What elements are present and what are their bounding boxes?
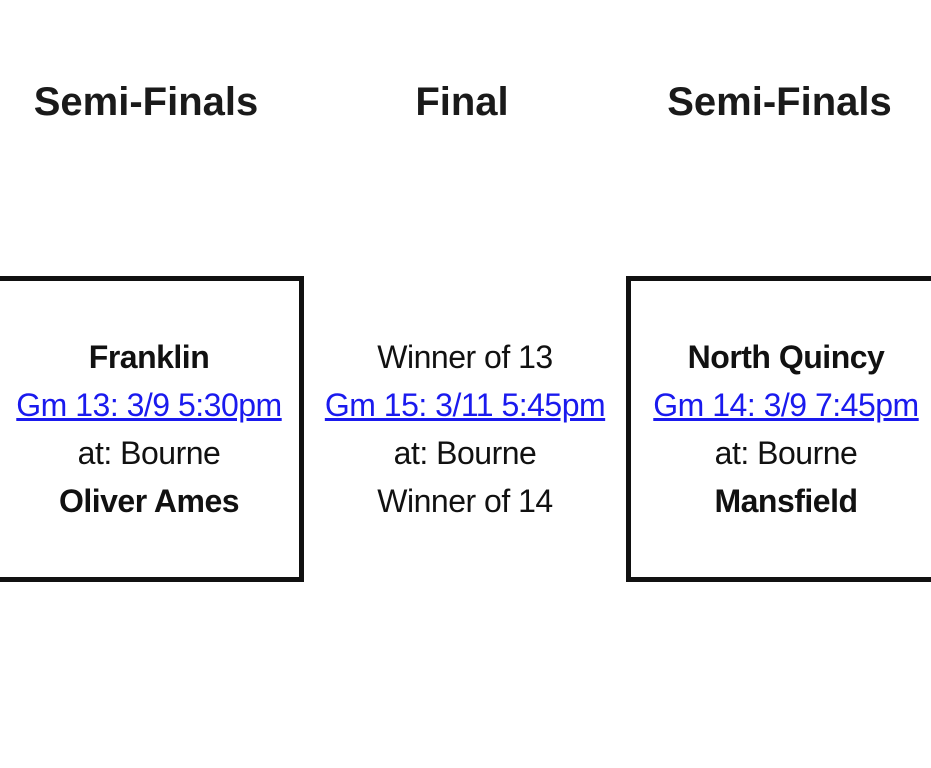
round-header-semi-finals-left: Semi-Finals [33,80,259,124]
game-13-link[interactable]: Gm 13: 3/9 5:30pm [16,387,282,423]
team-bottom: Oliver Ames [58,483,240,519]
team-top: North Quincy [687,339,885,375]
game-15-link[interactable]: Gm 15: 3/11 5:45pm [324,387,606,423]
venue-label: at: Bourne [77,435,221,471]
team-top: Winner of 13 [377,339,553,375]
venue-label: at: Bourne [714,435,858,471]
game-box-14: North Quincy Gm 14: 3/9 7:45pm at: Bourn… [626,276,931,582]
game-14-link[interactable]: Gm 14: 3/9 7:45pm [653,387,919,423]
venue-label: at: Bourne [393,435,537,471]
round-header-semi-finals-right: Semi-Finals [667,80,892,124]
team-top: Franklin [88,339,210,375]
game-box-15: Winner of 13 Gm 15: 3/11 5:45pm at: Bour… [306,276,624,582]
team-bottom: Winner of 14 [377,483,553,519]
round-header-final: Final [415,80,509,124]
team-bottom: Mansfield [714,483,858,519]
game-box-13: Franklin Gm 13: 3/9 5:30pm at: Bourne Ol… [0,276,304,582]
